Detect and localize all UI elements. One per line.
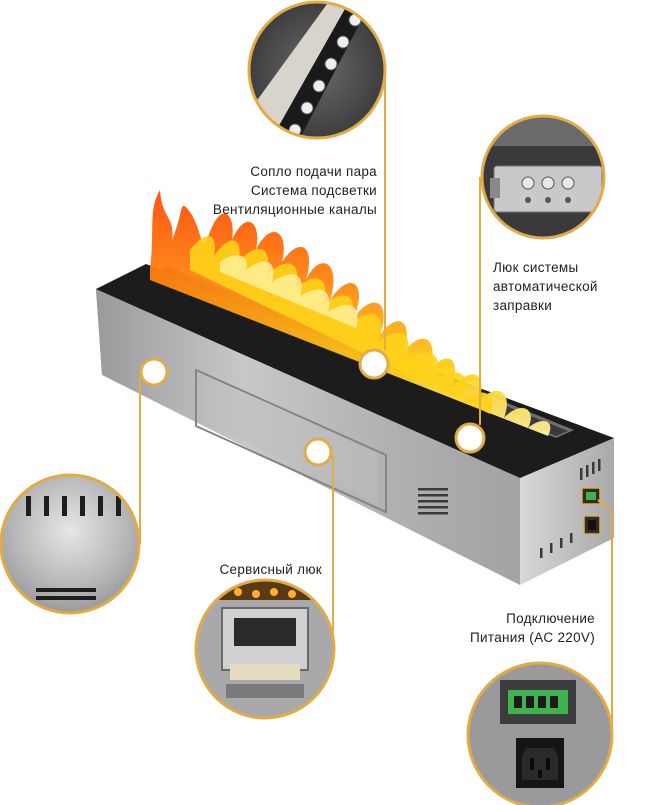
marker-nozzle — [358, 348, 390, 380]
zoom-service — [194, 578, 336, 720]
label-nozzle-line-3: Вентиляционные каналы — [212, 202, 377, 217]
label-nozzle: Сопло подачи пара Система подсветки Вент… — [150, 162, 377, 219]
marker-service — [303, 437, 333, 467]
flames — [150, 190, 551, 436]
front-vent — [418, 488, 448, 515]
label-power-line-2: Питания (AC 220V) — [470, 630, 595, 645]
zoom-power — [466, 661, 614, 805]
label-power-line-1: Подключение — [506, 611, 595, 626]
zoom-vent — [0, 473, 141, 615]
marker-refill — [454, 422, 486, 454]
label-refill: Люк системы автоматической заправки — [493, 258, 643, 315]
label-nozzle-line-1: Сопло подачи пара — [250, 164, 377, 179]
label-refill-line-2: автоматической — [493, 279, 598, 294]
label-refill-line-3: заправки — [493, 298, 553, 313]
label-nozzle-line-2: Система подсветки — [250, 183, 377, 198]
label-service-line-1: Сервисный люк — [219, 562, 322, 577]
label-service: Сервисный люк — [170, 560, 322, 579]
marker-vent — [139, 357, 169, 387]
zoom-refill — [480, 114, 606, 240]
zoom-nozzle — [247, 0, 387, 140]
label-power: Подключение Питания (AC 220V) — [430, 609, 595, 647]
label-refill-line-1: Люк системы — [493, 260, 579, 275]
